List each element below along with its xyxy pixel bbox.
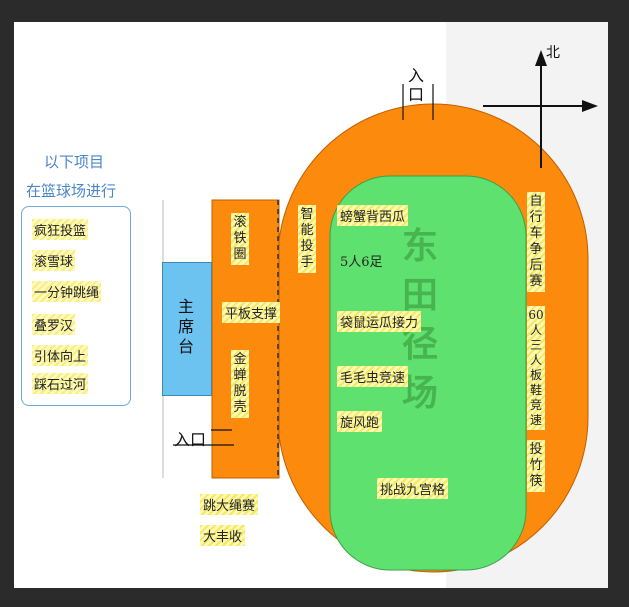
event-cicada: 金蝉脱壳 (231, 350, 249, 418)
event-board-shoes: 60人三人板鞋竞速 (527, 306, 545, 430)
event-chopsticks: 投竹筷 (527, 440, 545, 492)
field-title: 东田径场 (401, 225, 438, 414)
field-event: 旋风跑 (337, 411, 383, 432)
list-item: 一分钟跳绳 (32, 281, 102, 302)
note-title-line2: 在篮球场进行 (26, 182, 117, 200)
field-event: 袋鼠运瓜接力 (337, 311, 422, 332)
infield (329, 175, 527, 571)
event-bicycle: 自行车争后赛 (527, 192, 545, 292)
field-event-grid: 挑战九宫格 (377, 478, 449, 499)
entrance-left-label: 入口 (174, 430, 207, 449)
grandstand-label: 主席台 (177, 297, 194, 356)
north-arrow-icon (483, 50, 598, 168)
outside-event: 跳大绳赛 (200, 494, 259, 515)
list-item: 滚雪球 (32, 250, 76, 271)
field-event: 毛毛虫竞速 (337, 366, 409, 387)
basketball-events-box: 疯狂投篮 滚雪球 一分钟跳绳 叠罗汉 引体向上 踩石过河 (21, 206, 131, 406)
grandstand: 主席台 (162, 262, 212, 396)
field-event: 5人6足 (340, 255, 383, 270)
outside-event: 大丰收 (200, 525, 246, 546)
event-smart-thrower: 智能投手 (298, 205, 316, 273)
event-iron-ring: 滚铁圈 (231, 213, 249, 265)
note-title-line1: 以下项目 (44, 153, 105, 171)
field-event: 螃蟹背西瓜 (337, 205, 409, 226)
list-item: 疯狂投篮 (32, 219, 89, 240)
list-item: 踩石过河 (32, 373, 89, 394)
list-item: 引体向上 (32, 345, 89, 366)
entrance-top-label: 入口 (408, 66, 425, 104)
list-item: 叠罗汉 (32, 314, 76, 335)
north-label: 北 (546, 45, 560, 61)
event-plank: 平板支撑 (222, 302, 281, 323)
